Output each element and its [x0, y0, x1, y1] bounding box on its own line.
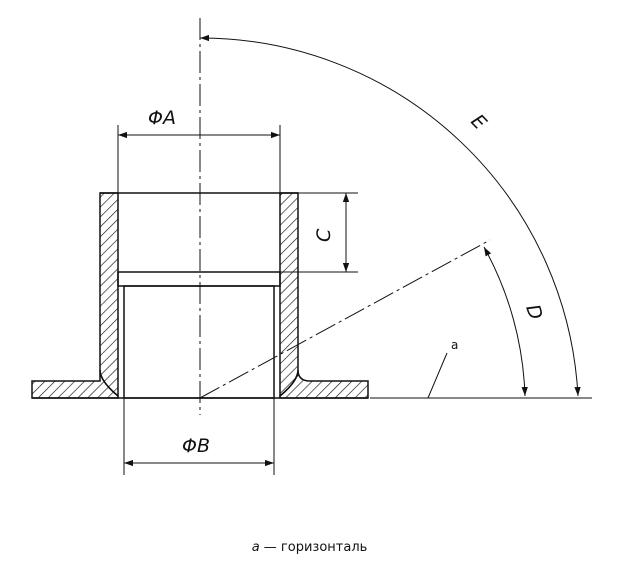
figure-caption: a — горизонталь	[0, 540, 619, 555]
inner-bore	[123, 285, 275, 399]
angle-e-arc	[199, 34, 581, 397]
dim-e-label: E	[466, 110, 490, 134]
angle-d-arc	[483, 246, 528, 397]
dim-a-label: ΦA	[148, 107, 176, 129]
inner-step	[117, 271, 281, 287]
right-wall-section	[279, 192, 299, 398]
inclined-axis-line	[199, 239, 491, 399]
dim-c-label: C	[313, 228, 335, 242]
horizontal-marker-label: a	[451, 338, 458, 352]
left-wall-section	[99, 192, 119, 398]
horizontal-marker-leader	[427, 352, 448, 399]
caption-letter: a	[251, 540, 260, 555]
caption-text: — горизонталь	[259, 540, 368, 555]
dim-b-label: ΦB	[182, 435, 210, 457]
dim-d-label: D	[521, 302, 546, 323]
